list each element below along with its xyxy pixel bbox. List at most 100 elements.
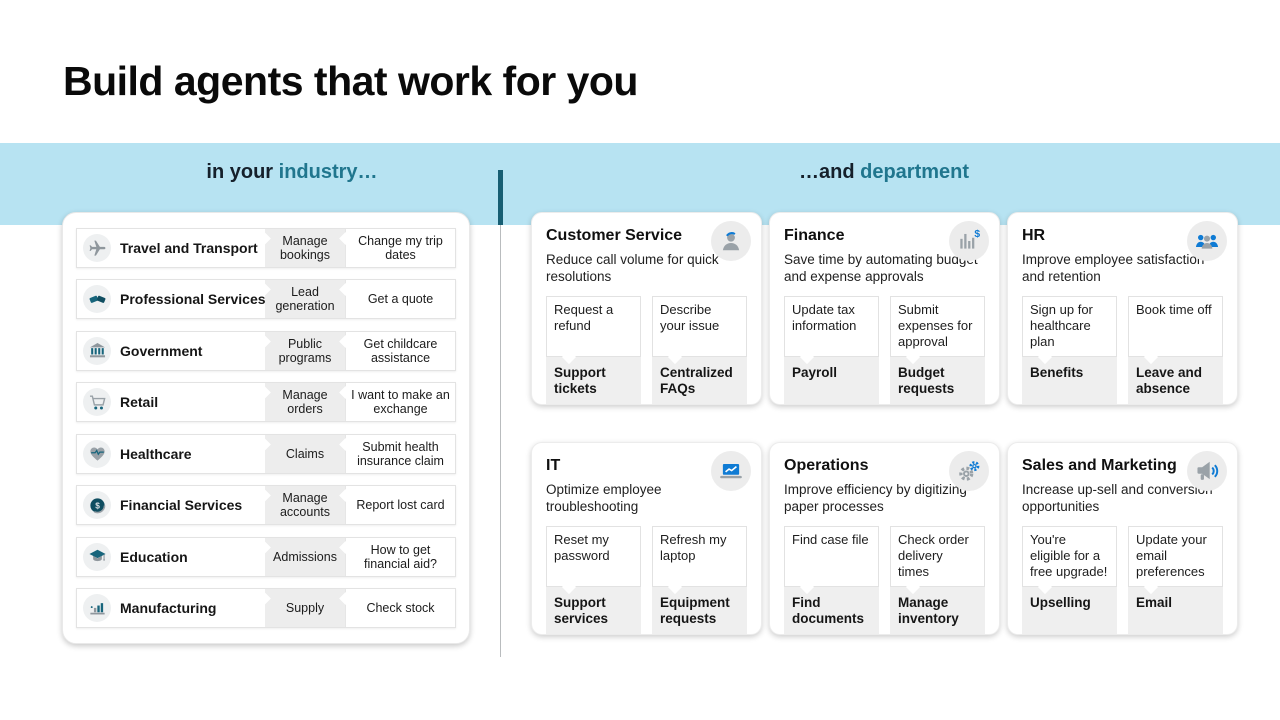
chip-pairs: Request a refund Support tickets Describ… <box>546 296 747 404</box>
industry-name: Education <box>120 548 188 565</box>
industry-utterance-chip: Report lost card <box>339 486 455 525</box>
industry-utterance-text: How to get financial aid? <box>364 542 437 571</box>
department-title: Customer Service <box>546 227 683 244</box>
department-description: Save time by automating budget and expen… <box>784 252 978 284</box>
utterance-text: Find case file <box>792 532 869 547</box>
utterance-chip: Sign up for healthcare plan <box>1022 296 1117 365</box>
industry-row: Professional Services Lead generation Ge… <box>76 279 456 320</box>
topic-chip: Budget requests <box>890 357 985 404</box>
chart-dollar-icon <box>949 221 989 261</box>
department-title: Operations <box>784 457 869 474</box>
industry-utterance-chip: Get childcare assistance <box>339 331 455 370</box>
industry-row: Government Public programs Get childcare… <box>76 330 456 371</box>
department-header-highlight: department <box>860 161 970 183</box>
topic-chip: Upselling <box>1022 587 1117 634</box>
industry-name: Healthcare <box>120 445 192 462</box>
laptop-chart-icon <box>711 451 751 491</box>
person-headset-icon <box>711 221 751 261</box>
industry-topic-chip: Admissions <box>258 537 345 576</box>
utterance-chip: Request a refund <box>546 296 641 365</box>
utterance-chip: Refresh my laptop <box>652 526 747 595</box>
department-card: Sales and Marketing Increase up-sell and… <box>1007 442 1238 635</box>
utterance-chip: Check order delivery times <box>890 526 985 595</box>
utterance-chip: Update tax information <box>784 296 879 365</box>
industry-topic-chip: Manage accounts <box>258 486 345 525</box>
utterance-text: Update your email preferences <box>1136 532 1207 580</box>
department-description: Optimize employee troubleshooting <box>546 482 662 514</box>
industry-topic-chip: Manage bookings <box>258 229 345 267</box>
industry-utterance-chip: Submit health insurance claim <box>339 434 455 473</box>
industry-name-cell: Government <box>77 332 265 370</box>
department-header-prefix: …and <box>798 161 861 183</box>
department-card: IT Optimize employee troubleshooting Res… <box>531 442 762 635</box>
topic-chip: Payroll <box>784 357 879 404</box>
chip-pair: Book time off Leave and absence <box>1128 296 1223 404</box>
industry-topic-chip: Manage orders <box>258 383 345 422</box>
utterance-text: Request a refund <box>554 302 614 334</box>
industry-name: Travel and Transport <box>120 240 258 256</box>
utterance-text: Submit expenses for approval <box>898 302 973 350</box>
chip-pairs: Reset my password Support services Refre… <box>546 526 747 634</box>
chip-pairs: Sign up for healthcare plan Benefits Boo… <box>1022 296 1223 404</box>
utterance-text: Book time off <box>1136 302 1212 317</box>
utterance-chip: You're eligible for a free upgrade! <box>1022 526 1117 595</box>
utterance-text: You're eligible for a free upgrade! <box>1030 532 1108 580</box>
chip-pair: Update tax information Payroll <box>784 296 879 404</box>
industry-utterance-text: Report lost card <box>356 498 445 513</box>
utterance-chip: Reset my password <box>546 526 641 595</box>
industry-utterance-chip: Change my trip dates <box>339 229 455 267</box>
industry-name: Manufacturing <box>120 599 217 616</box>
industry-utterance-chip: Check stock <box>339 588 455 627</box>
industry-name-cell: Professional Services <box>77 280 265 318</box>
industry-utterance-chip: I want to make an exchange <box>339 383 455 422</box>
topic-chip: Email <box>1128 587 1223 634</box>
industry-topic-text: Admissions <box>273 549 337 564</box>
megaphone-icon <box>1187 451 1227 491</box>
department-section-header: …and department <box>534 161 1234 184</box>
topic-chip: Manage inventory <box>890 587 985 634</box>
chip-pair: Request a refund Support tickets <box>546 296 641 404</box>
department-title: Sales and Marketing <box>1022 457 1177 474</box>
industry-topic-chip: Supply <box>258 588 345 627</box>
utterance-chip: Find case file <box>784 526 879 595</box>
topic-chip: Equipment requests <box>652 587 747 634</box>
industry-utterance-chip: How to get financial aid? <box>339 537 455 576</box>
page-title: Build agents that work for you <box>63 58 638 104</box>
chip-pairs: Find case file Find documents Check orde… <box>784 526 985 634</box>
industry-name-cell: Retail <box>77 383 265 421</box>
industry-header-prefix: in your <box>206 161 279 183</box>
plane-icon <box>83 234 111 262</box>
industry-name-cell: Financial Services <box>77 486 265 524</box>
chip-pair: Find case file Find documents <box>784 526 879 634</box>
industry-utterance-text: Get a quote <box>367 292 434 307</box>
department-card-grid: Customer Service Reduce call volume for … <box>531 212 1238 635</box>
industry-row: Education Admissions How to get financia… <box>76 536 456 577</box>
industry-topic-text: Claims <box>285 446 325 461</box>
utterance-text: Describe your issue <box>660 302 720 334</box>
chip-pair: Check order delivery times Manage invent… <box>890 526 985 634</box>
topic-chip: Support services <box>546 587 641 634</box>
department-card: Finance Save time by automating budget a… <box>769 212 1000 405</box>
industry-topic-text: Supply <box>285 600 325 615</box>
industry-row: Retail Manage orders I want to make an e… <box>76 382 456 423</box>
utterance-chip: Describe your issue <box>652 296 747 365</box>
gears-icon <box>949 451 989 491</box>
utterance-text: Reset my password <box>554 532 610 564</box>
department-card: Operations Improve efficiency by digitiz… <box>769 442 1000 635</box>
department-description: Improve efficiency by digitizing paper p… <box>784 482 967 514</box>
coin-icon <box>83 491 111 520</box>
chip-pair: Reset my password Support services <box>546 526 641 634</box>
industry-name-cell: Healthcare <box>77 435 265 473</box>
industry-utterance-text: I want to make an exchange <box>351 388 450 417</box>
industry-name-cell: Travel and Transport <box>77 229 265 267</box>
department-title: HR <box>1022 227 1046 244</box>
chip-pair: Sign up for healthcare plan Benefits <box>1022 296 1117 404</box>
divider-accent-bar <box>498 170 503 225</box>
department-description: Increase up-sell and conversion opportun… <box>1022 482 1213 514</box>
industry-topic-text: Public programs <box>278 336 332 365</box>
industry-utterance-text: Get childcare assistance <box>363 336 438 365</box>
topic-chip: Leave and absence <box>1128 357 1223 404</box>
chip-pair: You're eligible for a free upgrade! Upse… <box>1022 526 1117 634</box>
chip-pairs: You're eligible for a free upgrade! Upse… <box>1022 526 1223 634</box>
utterance-chip: Book time off <box>1128 296 1223 365</box>
